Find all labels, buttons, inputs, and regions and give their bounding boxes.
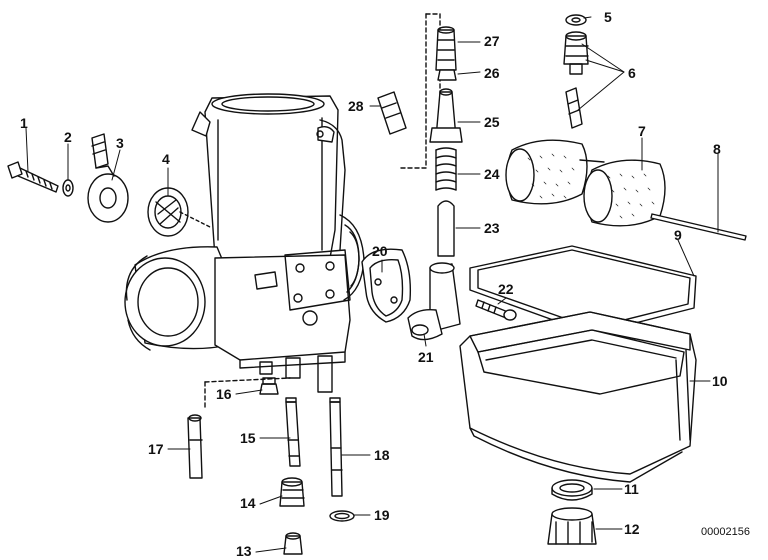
part-19-seal-ring [329,510,355,522]
part-11-seal-ring [551,479,593,501]
part-18-main-jet-holder [329,397,343,497]
callout-14: 14 [240,495,256,511]
part-17-tube [187,414,203,479]
callout-16: 16 [216,386,232,402]
callout-2: 2 [64,129,72,145]
part-4-fuel-filter-screen [147,187,213,237]
callout-11: 11 [624,481,639,497]
part-20-gasket [361,248,412,323]
callout-19: 19 [374,507,390,523]
callout-27: 27 [484,33,500,49]
part-27-cap [435,26,457,71]
callout-13: 13 [236,543,252,559]
part-21-float-chamber-fitting [407,262,461,341]
part-5-clip [565,14,587,26]
callout-4: 4 [162,151,170,167]
part-25-plunger-housing [429,88,463,143]
callout-6: 6 [628,65,636,81]
part-13-main-jet [283,532,303,555]
callout-28: 28 [348,98,364,114]
leader-dashed-16 [204,377,291,383]
part-23-plunger [437,200,455,257]
callout-22: 22 [498,281,514,297]
callout-7: 7 [638,123,646,139]
callout-3: 3 [116,135,124,151]
document-number: 00002156 [701,526,750,538]
part-9-bowl-gasket [469,245,697,335]
leader-lines [25,16,719,553]
part-6-float-needle-valve [563,31,589,129]
part-22-screw [475,299,517,321]
callout-25: 25 [484,114,500,130]
part-16-plug [259,377,279,395]
part-28-filter [377,91,407,135]
part-7-floats [505,139,666,227]
callout-9: 9 [674,227,682,243]
callout-23: 23 [484,220,500,236]
callout-8: 8 [713,141,721,157]
part-8-float-pin [650,213,747,241]
callout-15: 15 [240,430,256,446]
part-2-washer [62,179,74,197]
callout-12: 12 [624,521,640,537]
callout-5: 5 [604,9,612,25]
callout-17: 17 [148,441,164,457]
part-24-spring [435,147,457,191]
part-1-screw [7,161,59,193]
callout-20: 20 [372,243,388,259]
part-10-float-bowl [459,311,697,483]
part-12-drain-plug [547,507,597,545]
carburetor-body [124,93,365,393]
part-14-jet-nut [279,477,305,507]
callout-21: 21 [418,349,434,365]
part-3-banjo-fitting [87,133,129,223]
callout-18: 18 [374,447,390,463]
callout-26: 26 [484,65,500,81]
callout-24: 24 [484,166,500,182]
callout-1: 1 [20,115,28,131]
part-26-nut [437,69,457,81]
callout-10: 10 [712,373,728,389]
part-15-needle-jet [285,397,301,467]
